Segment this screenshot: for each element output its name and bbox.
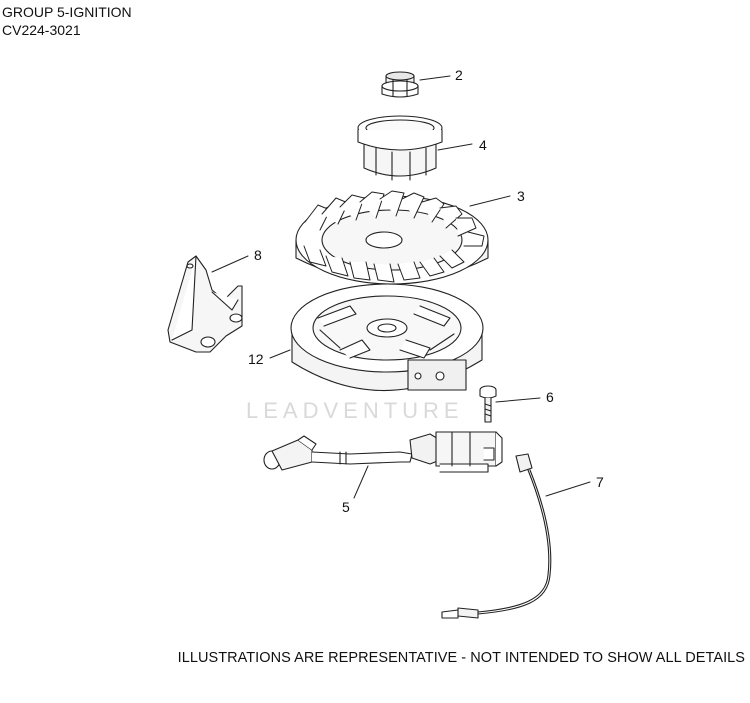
disclaimer-footer: ILLUSTRATIONS ARE REPRESENTATIVE - NOT I… [177,650,745,666]
part-ground-wire [441,453,552,619]
callout-5: 5 [342,499,350,515]
callout-4: 4 [479,137,487,153]
callout-3: 3 [517,188,525,204]
callout-6: 6 [546,389,554,405]
callout-12: 12 [248,351,264,367]
callout-2: 2 [455,67,463,83]
group-title: GROUP 5-IGNITION [2,4,132,20]
part-nut [381,71,419,98]
watermark-text: LEADVENTURE [246,398,464,423]
part-stator [290,283,484,391]
part-ignition-coil [263,431,503,473]
part-cup [357,115,443,181]
part-flywheel [295,190,489,285]
part-screw [479,385,497,423]
part-bracket [167,255,243,353]
callout-8: 8 [254,247,262,263]
callout-7: 7 [596,474,604,490]
model-number: CV224-3021 [2,22,81,38]
